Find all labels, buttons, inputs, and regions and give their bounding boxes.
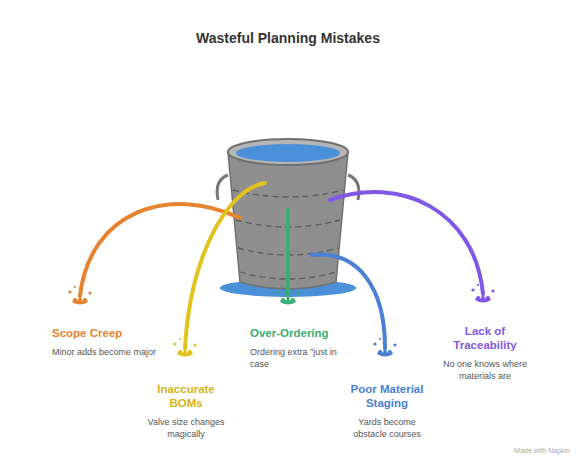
mistake-heading: Poor Material Staging	[345, 382, 430, 410]
bucket-handle	[217, 175, 228, 200]
mistake-description: Ordering extra "just in case	[250, 346, 350, 370]
mistake-label: Over-OrderingOrdering extra "just in cas…	[250, 326, 360, 370]
diagram-title: Wasteful Planning Mistakes	[0, 30, 576, 46]
mistake-description: Yards become obstacle courses	[345, 416, 430, 440]
bucket-water	[236, 144, 340, 162]
mistake-heading: Scope Creep	[52, 326, 172, 340]
mistake-label: Scope CreepMinor adds become major	[52, 326, 172, 358]
splash	[173, 338, 196, 357]
mistake-label: Poor Material StagingYards become obstac…	[332, 382, 442, 440]
mistake-label: Lack of Traceability No one knows where m…	[430, 324, 540, 382]
splash	[471, 284, 494, 303]
bucket-rim	[228, 139, 348, 165]
splash	[373, 338, 396, 357]
mistake-description: Minor adds become major	[52, 346, 172, 358]
leak-stream	[80, 204, 240, 296]
leak-stream	[330, 192, 483, 294]
mistake-description: No one knows where materials are	[438, 358, 533, 382]
splash	[68, 286, 91, 305]
splash	[276, 286, 299, 305]
leak-stream	[286, 210, 290, 296]
mistake-heading: Over-Ordering	[250, 326, 360, 340]
watermark: Made with Napkin	[486, 447, 570, 454]
mistake-heading: Lack of Traceability	[445, 324, 525, 352]
leak-stream	[185, 183, 265, 348]
mistake-label: Inaccurate BOMsValve size changes magica…	[131, 382, 241, 440]
mistake-heading: Inaccurate BOMs	[150, 382, 222, 410]
mistake-description: Valve size changes magically	[139, 416, 234, 440]
